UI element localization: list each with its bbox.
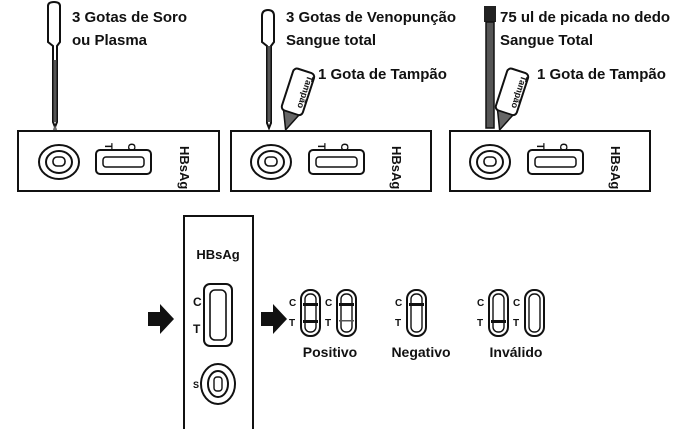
cassette-name: HBsAg (389, 146, 404, 189)
line-c-label: C (338, 143, 350, 151)
line-c-label: C (289, 298, 296, 309)
arrow-right-icon (148, 304, 174, 334)
result-invalid: C T C T Inválido (477, 289, 545, 360)
line-c-label: C (193, 295, 202, 309)
line-t-label: T (325, 318, 331, 329)
cassette-name: HBsAg (608, 146, 623, 189)
well-s-label: S (193, 380, 199, 390)
positive-label: Positivo (303, 344, 357, 360)
strip-positive-weak: C T (325, 289, 357, 337)
step-3-buffer-label: 1 Gota de Tampão (537, 66, 666, 83)
cassette-name: HBsAg (177, 146, 192, 189)
buffer-bottle-icon: Tampão (494, 67, 529, 132)
buffer-bottle-icon: Tampão (280, 67, 315, 132)
step-2: Tampão 3 Gotas de Venopunção Sangue tota… (230, 8, 456, 192)
line-t-label: T (289, 318, 295, 329)
line-t-label: T (534, 143, 546, 150)
step-2-instruction-line1: 3 Gotas de Venopunção (286, 9, 456, 26)
result-positive: C T C T Positivo (289, 289, 357, 360)
negative-label: Negativo (391, 344, 450, 360)
line-c-label: C (477, 298, 484, 309)
invalid-label: Inválido (490, 344, 543, 360)
test-line (491, 320, 506, 323)
capillary-tube-icon (484, 6, 496, 129)
strip-positive-strong: C T (289, 289, 321, 337)
test-line (339, 320, 354, 322)
reading-section: HBsAg C T S C T (148, 215, 545, 429)
test-cassette: T C HBsAg (449, 130, 651, 192)
arrow-right-icon (261, 304, 287, 334)
dropper-icon (261, 8, 275, 131)
line-c-label: C (125, 143, 137, 151)
step-1: 3 Gotas de Soro ou Plasma T C HBsAg (17, 0, 220, 192)
cassette-name: HBsAg (196, 247, 239, 262)
line-c-label: C (395, 298, 402, 309)
step-1-instruction-line2: ou Plasma (72, 32, 148, 49)
control-line (339, 303, 354, 306)
control-line (409, 303, 424, 306)
test-cassette: T C HBsAg (17, 130, 220, 192)
step-3-instruction-line1: 75 ul de picada no dedo (500, 9, 670, 26)
line-c-label: C (325, 298, 332, 309)
vertical-cassette: HBsAg C T S (183, 215, 254, 429)
step-2-buffer-label: 1 Gota de Tampão (318, 66, 447, 83)
control-line (303, 303, 318, 306)
line-t-label: T (102, 143, 114, 150)
line-t-label: T (315, 143, 327, 150)
step-3: Tampão 75 ul de picada no dedo Sangue To… (449, 6, 670, 192)
step-3-instruction-line2: Sangue Total (500, 32, 593, 49)
step-2-instruction-line2: Sangue total (286, 32, 376, 49)
line-c-label: C (557, 143, 569, 151)
step-1-instruction-line1: 3 Gotas de Soro (72, 9, 187, 26)
result-negative: C T Negativo (391, 289, 451, 360)
test-cassette: T C HBsAg (230, 130, 432, 192)
strip-invalid-test-only: C T (477, 289, 509, 337)
line-t-label: T (477, 318, 483, 329)
test-line (303, 320, 318, 323)
dropper-icon (47, 0, 61, 134)
strip-invalid-no-lines: C T (513, 289, 545, 337)
line-c-label: C (513, 298, 520, 309)
line-t-label: T (513, 318, 519, 329)
line-t-label: T (193, 322, 201, 336)
line-t-label: T (395, 318, 401, 329)
